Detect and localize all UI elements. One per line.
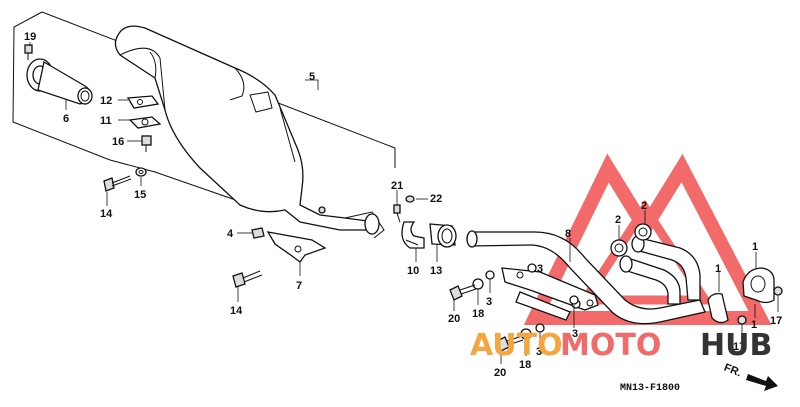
callout-2-right: 2 — [641, 200, 647, 212]
watermark-moto: MOTO — [560, 328, 661, 363]
callout-9: 9 — [555, 340, 561, 352]
callout-18-upper: 18 — [472, 308, 484, 320]
front-direction-arrow: FR. — [722, 362, 778, 391]
callout-11: 11 — [100, 115, 112, 127]
bolt-14-upper — [103, 167, 147, 192]
callout-12: 12 — [100, 95, 112, 107]
callout-17-left: 17 — [733, 341, 745, 353]
callout-21: 21 — [391, 180, 403, 192]
callout-6: 6 — [63, 113, 69, 125]
watermark-hub: HUB — [700, 328, 772, 363]
callout-19: 19 — [24, 31, 36, 43]
callout-13: 13 — [430, 265, 442, 277]
tail-pipe — [24, 44, 93, 105]
leader-lines — [29, 42, 779, 364]
direction-label: FR. — [722, 362, 743, 380]
callout-17-right: 17 — [770, 315, 782, 327]
watermark-text: AUTO MOTO HUB — [470, 328, 772, 363]
callout-1-left: 1 — [715, 263, 721, 275]
callout-3-c: 3 — [572, 328, 578, 340]
fasteners — [449, 263, 783, 352]
callout-1-right: 1 — [751, 319, 757, 331]
ring-gaskets-2 — [610, 223, 652, 257]
callout-labels: 19 6 5 12 11 16 14 15 21 22 4 7 10 13 14… — [24, 31, 782, 379]
bolt-14-lower — [232, 270, 263, 288]
joint-flanges-1 — [707, 267, 775, 324]
callout-3-b: 3 — [486, 296, 492, 308]
callout-8: 8 — [565, 228, 571, 240]
callout-18-lower: 18 — [519, 359, 531, 371]
arrow-icon — [746, 374, 778, 391]
callout-3-d: 3 — [536, 346, 542, 358]
watermark-auto: AUTO — [470, 328, 563, 363]
callout-20-lower: 20 — [494, 367, 506, 379]
callout-7: 7 — [296, 280, 302, 292]
callout-22: 22 — [430, 193, 442, 205]
bracket-7 — [251, 227, 327, 263]
callout-10: 10 — [407, 265, 419, 277]
callout-2-left: 2 — [615, 214, 621, 226]
clamp-assembly — [393, 195, 457, 249]
callout-4: 4 — [227, 228, 234, 240]
callout-14-lower: 14 — [230, 305, 243, 317]
callout-3-a: 3 — [537, 263, 543, 275]
callout-14-upper: 14 — [100, 208, 113, 220]
callout-1-top: 1 — [752, 241, 758, 253]
callout-20-upper: 20 — [448, 313, 460, 325]
callout-16: 16 — [112, 136, 124, 148]
callout-15: 15 — [134, 189, 146, 201]
muffler — [114, 25, 385, 239]
exhaust-header-pipes — [466, 230, 706, 325]
gasket-set — [126, 95, 162, 152]
diagram-code: MN13-F1800 — [620, 383, 680, 394]
callout-5: 5 — [309, 71, 315, 83]
